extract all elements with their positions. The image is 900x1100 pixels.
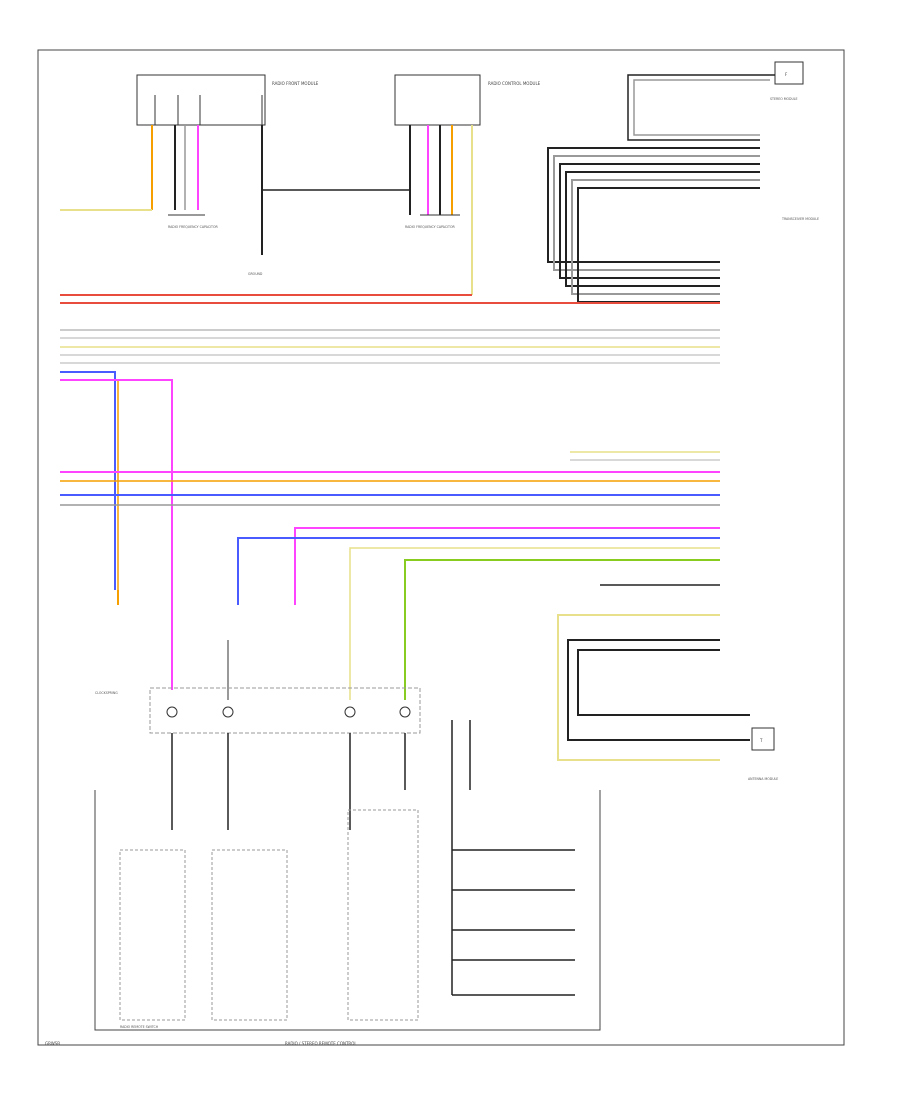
switch-group-left — [119, 849, 186, 1021]
footer-left-text: GRWSB — [45, 1041, 60, 1046]
clockspring-pin-1 — [166, 706, 178, 718]
capacitor-right-label: RADIO FREQUENCY CAPACITOR — [405, 225, 455, 229]
clockspring-pin-3 — [344, 706, 356, 718]
remote-switch-enclosure — [94, 790, 601, 1031]
upper-right-module-box — [774, 61, 804, 85]
ground-left-label: GROUND — [248, 272, 263, 276]
wire-yellow-fan — [349, 547, 720, 700]
bundle-wire-4 — [565, 171, 760, 287]
wire-black-antenna-2 — [567, 639, 750, 741]
remote-switch-label: RADIO REMOTE SWITCH — [120, 1025, 159, 1029]
wire-blue-fan — [237, 537, 720, 590]
antenna-module-label: ANTENNA MODULE — [748, 777, 778, 781]
wire-yellow-antenna — [557, 614, 720, 761]
bundle-wire-3 — [559, 163, 760, 279]
wire-black-antenna-3 — [577, 649, 750, 716]
module-left-label: RADIO FRONT MODULE — [272, 81, 319, 86]
switch-group-right — [347, 809, 419, 1021]
antenna-terminal-mark: T — [759, 738, 763, 743]
capacitor-left-label: RADIO FREQUENCY CAPACITOR — [168, 225, 218, 229]
upper-right-module-label: STEREO MODULE — [770, 97, 798, 101]
wire-gray-loop-1 — [633, 79, 770, 136]
switch-group-mid — [211, 849, 288, 1021]
bundle-wire-5 — [571, 179, 760, 295]
footer-center-text: RADIO / STEREO REMOTE CONTROL — [285, 1041, 357, 1046]
wire-pink-fan — [294, 527, 720, 590]
module-right-label: RADIO CONTROL MODULE — [488, 81, 541, 86]
bundle-wire-1 — [547, 147, 760, 263]
wire-black-loop-1 — [627, 74, 775, 141]
bus-blue-drop — [60, 371, 116, 590]
mid-right-module-label: TRANSCEIVER MODULE — [781, 217, 819, 221]
clockspring-pin-2 — [222, 706, 234, 718]
antenna-module-box — [751, 727, 775, 751]
bundle-wire-6 — [577, 187, 760, 303]
clockspring-label: CLOCKSPRING — [95, 691, 118, 695]
clockspring-pin-4 — [399, 706, 411, 718]
upper-right-fuse-mark: F — [785, 72, 788, 77]
module-right-box — [394, 74, 481, 126]
bus-pink-drop — [60, 379, 173, 590]
clockspring-box — [149, 687, 421, 734]
diagram-frame — [37, 49, 845, 1046]
bus-orange-drop — [60, 379, 119, 590]
module-left-box — [136, 74, 266, 126]
bundle-wire-2 — [553, 155, 760, 271]
wire-green-fan — [404, 559, 720, 700]
